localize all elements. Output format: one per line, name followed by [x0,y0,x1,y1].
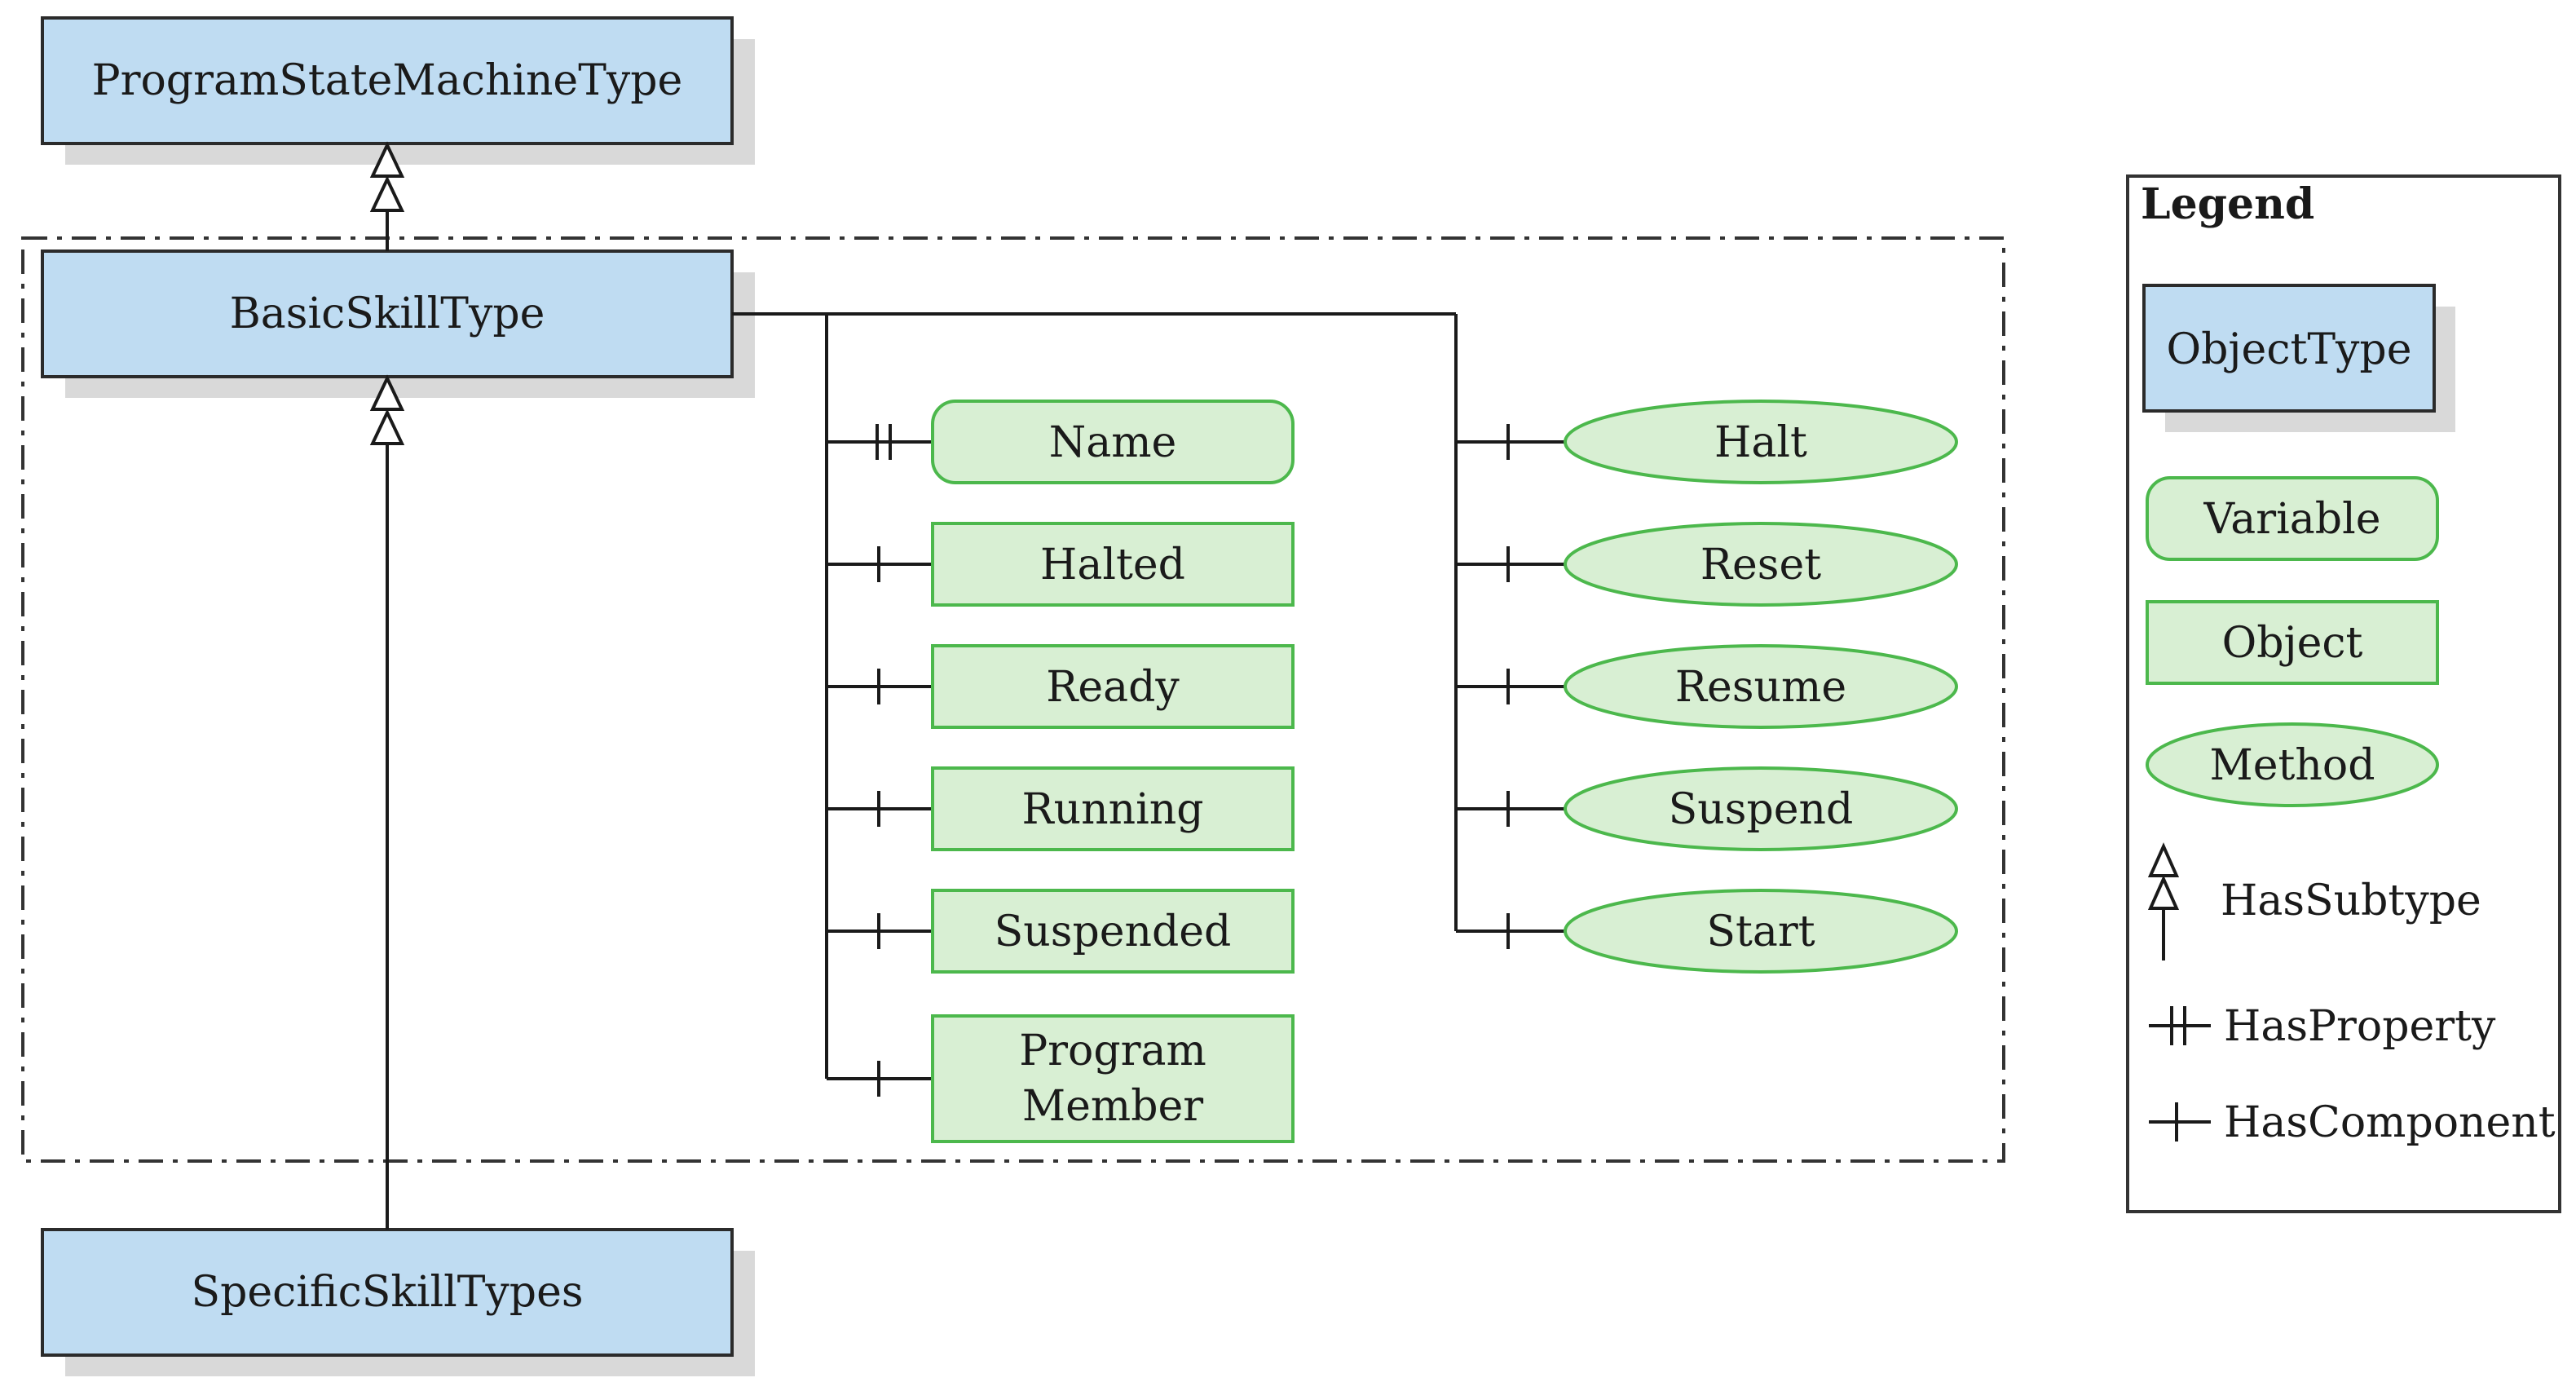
object-program-member-label-line1: Program [1019,1027,1206,1075]
legend-has-property-symbol [2149,1006,2211,1045]
object-program-member-label-line2: Member [1022,1082,1203,1131]
method-start-label: Start [1706,907,1815,956]
legend-variable-label: Variable [2203,495,2381,544]
legend-object-type-shape [2142,284,2436,413]
program-state-machine-type-box [41,16,734,145]
method-halt-label: Halt [1714,418,1807,467]
has-subtype-link-lower [369,374,405,1230]
component-program-member[interactable]: Program Member [827,1014,1295,1143]
property-name[interactable]: Name [827,400,1295,484]
object-ready-label: Ready [1046,663,1180,712]
program-state-machine-type-label: ProgramStateMachineType [92,56,683,105]
legend-has-component-label: HasComponent [2224,1098,2556,1147]
program-state-machine-type-node[interactable]: ProgramStateMachineType [41,16,755,165]
legend-method-shape [2146,722,2439,807]
legend-object-type-label: ObjectType [2167,325,2412,374]
legend-object-label: Object [2222,619,2363,668]
basic-skill-type-label: BasicSkillType [230,289,545,338]
component-running[interactable]: Running [827,766,1295,851]
object-suspended-shape [931,889,1295,974]
legend: Legend ObjectType Variable Object Method… [2126,174,2561,1213]
has-subtype-arrow-lower-2 [369,408,405,445]
component-suspended[interactable]: Suspended [827,889,1295,974]
component-ready[interactable]: Ready [827,644,1295,729]
object-halted-shape [931,522,1295,607]
object-program-member-shape [931,1014,1295,1143]
object-suspended-label: Suspended [995,907,1232,956]
method-start-shape [1564,889,1958,974]
method-halt-shape [1564,400,1958,484]
specific-skill-types-label: SpecificSkillTypes [191,1268,583,1317]
variable-name-label: Name [1049,418,1177,467]
basic-skill-scope-boundary [21,236,2005,1163]
object-ready-shape [931,644,1295,729]
object-running-label: Running [1021,785,1203,834]
method-suspend[interactable]: Suspend [1456,766,1958,851]
method-suspend-label: Suspend [1669,785,1854,834]
has-subtype-link-upper [369,141,405,251]
basic-skill-type-box [41,249,734,378]
method-reset-shape [1564,522,1958,607]
legend-has-property-label: HasProperty [2224,1002,2496,1051]
method-suspend-shape [1564,766,1958,851]
method-resume-shape [1564,644,1958,729]
legend-object-shape [2146,600,2439,685]
method-resume-label: Resume [1675,663,1846,712]
has-subtype-arrow-upper-2 [369,175,405,212]
method-reset-label: Reset [1700,541,1821,590]
object-running-shape [931,766,1295,851]
component-halted[interactable]: Halted [827,522,1295,607]
legend-title: Legend [2141,179,2314,229]
legend-variable-shape [2146,476,2439,561]
method-resume[interactable]: Resume [1456,644,1958,729]
variable-name-shape [931,400,1295,484]
method-halt[interactable]: Halt [1456,400,1958,484]
object-halted-label: Halted [1040,541,1185,590]
method-start[interactable]: Start [1456,889,1958,974]
legend-has-subtype-label: HasSubtype [2221,877,2481,925]
legend-method-label: Method [2210,741,2375,790]
legend-has-subtype-symbol [2147,842,2180,960]
legend-has-component-symbol [2149,1102,2211,1142]
basic-skill-type-node[interactable]: BasicSkillType [41,249,755,398]
specific-skill-types-box [41,1228,734,1357]
specific-skill-types-node[interactable]: SpecificSkillTypes [41,1228,755,1376]
method-reset[interactable]: Reset [1456,522,1958,607]
